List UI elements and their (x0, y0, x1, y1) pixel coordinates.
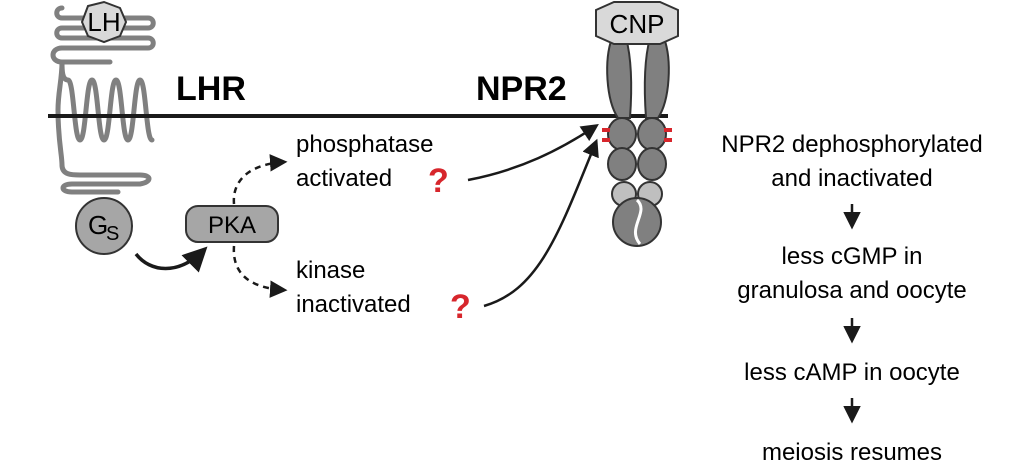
outcome-step2-line1: less cGMP in (782, 243, 923, 270)
phosphatase-question-mark: ? (428, 162, 449, 200)
gs-to-pka-arrow (134, 246, 208, 273)
kinase-line2: inactivated (296, 291, 411, 318)
kinase-line1: kinase (296, 257, 365, 284)
npr2-receptor (606, 37, 670, 247)
kinase-question-mark: ? (450, 288, 471, 326)
phosphatase-line2: activated (296, 165, 392, 192)
kinase-to-npr2-arrow (483, 138, 599, 308)
phosphate-marks (602, 128, 672, 142)
pka-label: PKA (208, 212, 256, 239)
lhr-receptor: LH (50, 0, 156, 195)
pka-box: PKA (185, 205, 279, 243)
pka-to-phosphatase-arrow (232, 154, 288, 205)
pka-to-kinase-arrow (232, 245, 288, 298)
cnp-label: CNP (610, 9, 665, 39)
outcome-step3: less cAMP in oocyte (744, 359, 960, 386)
lhr-label: LHR (176, 70, 246, 108)
outcome-step2-line2: granulosa and oocyte (737, 277, 967, 304)
gs-label: G (88, 210, 108, 240)
outcome-step1-line2: and inactivated (771, 165, 932, 192)
outcome-cascade: NPR2 dephosphorylated and inactivated le… (721, 131, 983, 466)
gs-protein: G S (75, 197, 133, 255)
lh-label: LH (87, 7, 120, 37)
phosphatase-line1: phosphatase (296, 131, 433, 158)
cnp-ligand: CNP (595, 0, 679, 45)
outcome-step4: meiosis resumes (762, 439, 942, 466)
npr2-label: NPR2 (476, 70, 567, 108)
phosphatase-to-npr2-arrow (467, 124, 599, 182)
gs-subscript: S (106, 223, 119, 245)
outcome-step1-line1: NPR2 dephosphorylated (721, 131, 983, 158)
